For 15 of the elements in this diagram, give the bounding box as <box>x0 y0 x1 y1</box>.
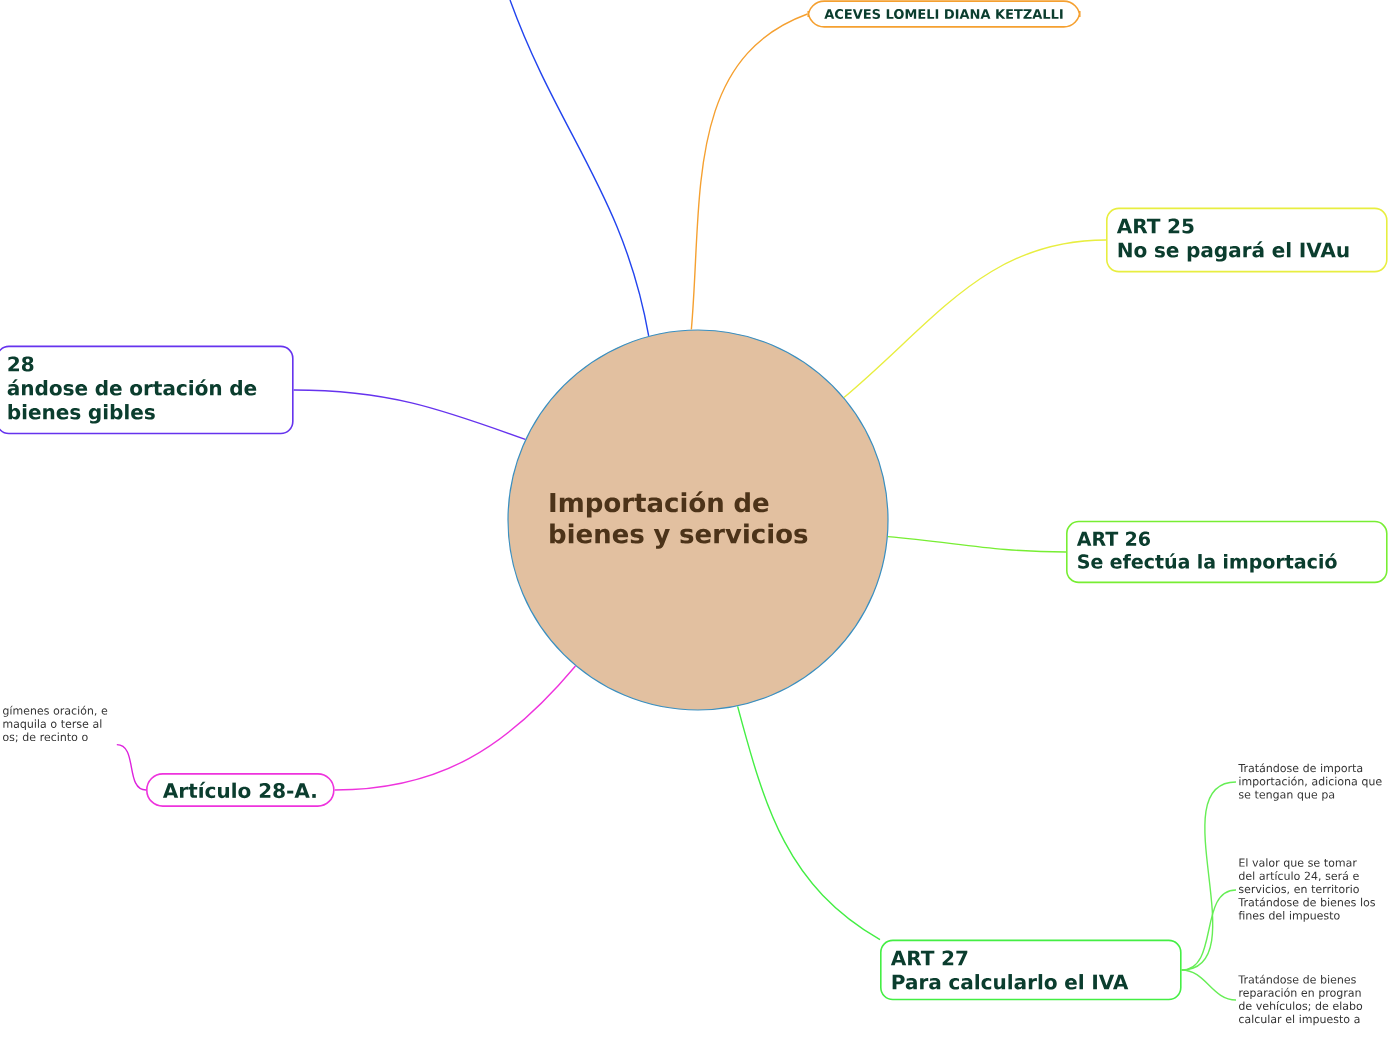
topic-box: ART 27 Para calcularlo el IVA <box>880 939 1182 1001</box>
connector-line <box>292 389 526 441</box>
connector-line <box>843 239 1107 399</box>
topic-box: ART 25 No se pagará el IVAu <box>1106 207 1388 273</box>
topic-pill: Artículo 28-A. <box>146 773 335 807</box>
connector-line <box>1180 889 1237 971</box>
connector-line <box>1180 969 1237 1001</box>
topic-box: 28 ándose de ortación de bienes gibles <box>0 345 294 435</box>
connector-line <box>690 13 809 331</box>
connector-line <box>736 705 881 941</box>
connector-line <box>116 743 147 791</box>
topic-box: ART 26 Se efectúa la importació <box>1066 520 1388 584</box>
connector-line <box>887 535 1067 553</box>
connector-line <box>333 665 577 791</box>
connector-line <box>509 0 650 337</box>
